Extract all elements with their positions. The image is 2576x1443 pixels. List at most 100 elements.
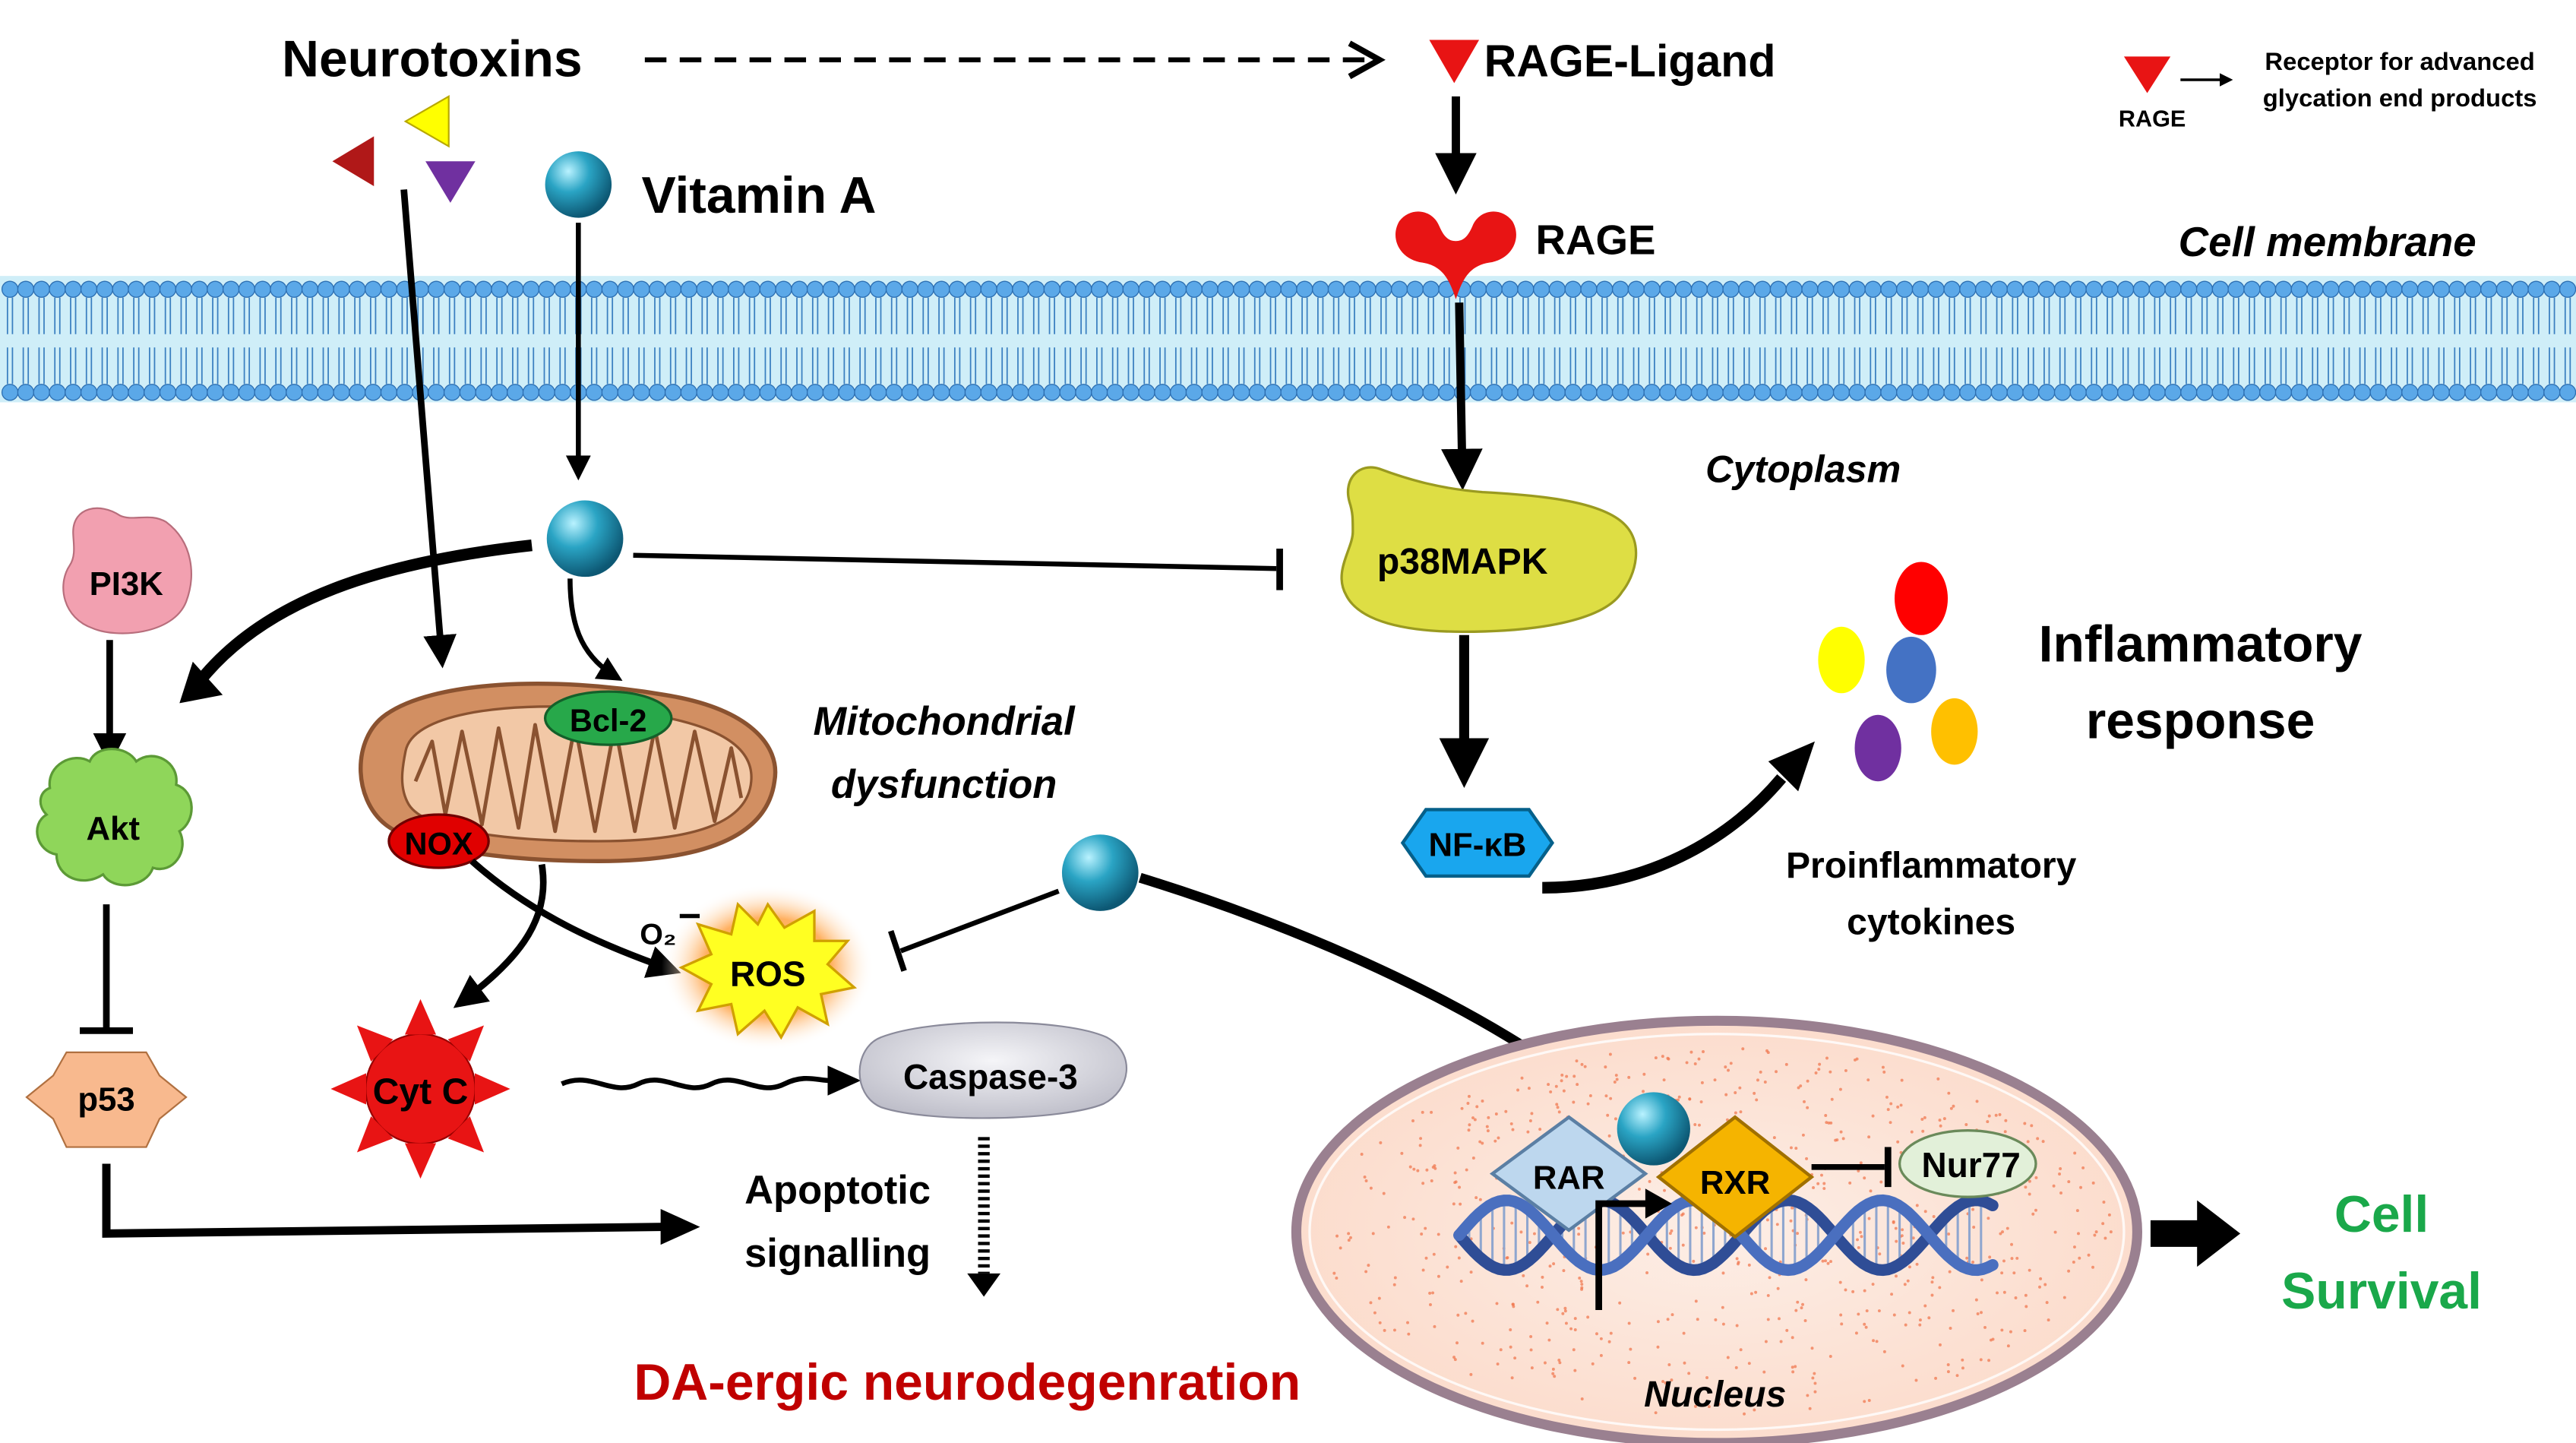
nucleus-dot bbox=[1656, 1345, 1660, 1349]
lipid-head bbox=[2559, 384, 2576, 401]
nucleus-dot bbox=[1697, 1123, 1701, 1127]
nucleus-dot bbox=[1878, 1252, 1882, 1256]
lipid-heads-bottom bbox=[1, 384, 2576, 401]
lipid-head bbox=[2511, 280, 2529, 298]
lipid-head bbox=[65, 384, 82, 401]
nucleus-dot bbox=[1896, 1140, 1900, 1144]
lipid-tail bbox=[2280, 297, 2287, 334]
lipid-tail bbox=[322, 347, 329, 384]
lipid-tail bbox=[1538, 347, 1545, 384]
lipid-head bbox=[443, 280, 461, 298]
lipid-tail bbox=[1111, 347, 1119, 384]
lipid-head bbox=[1359, 280, 1377, 298]
nucleus-dot bbox=[2067, 1180, 2071, 1184]
lipid-tail bbox=[1096, 297, 1103, 334]
lipid-head bbox=[1264, 384, 1282, 401]
lipid-tail bbox=[354, 297, 361, 334]
lipid-tail bbox=[480, 297, 487, 334]
lipid-head bbox=[1233, 280, 1250, 298]
nucleus-dot bbox=[1633, 1376, 1637, 1380]
lipid-tail bbox=[1964, 297, 1971, 334]
nucleus-dot bbox=[1373, 1311, 1377, 1315]
nucleus-dot bbox=[1525, 1284, 1529, 1288]
legend-description-line1: Receptor for advanced bbox=[2265, 47, 2534, 75]
lipid-tail bbox=[385, 347, 393, 384]
lipid-tail bbox=[1317, 347, 1324, 384]
nucleus-dot bbox=[1527, 1087, 1531, 1090]
lipid-head bbox=[1564, 384, 1582, 401]
lipid-head bbox=[222, 384, 240, 401]
lipid-head bbox=[2353, 384, 2372, 401]
nucleus-dot bbox=[1557, 1110, 1561, 1114]
lipid-head bbox=[870, 280, 887, 298]
lipid-tail bbox=[859, 347, 866, 384]
lipid-tail bbox=[1506, 297, 1513, 334]
nucleus-dot bbox=[1784, 1062, 1788, 1066]
lipid-tail bbox=[764, 297, 771, 334]
rxr-receptor-icon bbox=[1655, 1115, 1815, 1239]
nucleus-dot bbox=[2059, 1167, 2062, 1170]
lipid-head bbox=[2069, 280, 2087, 298]
nucleus-dot bbox=[2003, 1130, 2007, 1134]
lipid-head bbox=[1517, 384, 1535, 401]
cytokine-dot bbox=[1931, 698, 1978, 765]
lipid-tail bbox=[1285, 347, 1292, 384]
cytc-spike bbox=[404, 998, 437, 1035]
lipid-head bbox=[2053, 280, 2072, 298]
nucleus-label: Nucleus bbox=[1644, 1374, 1786, 1415]
lipid-head bbox=[1832, 384, 1851, 401]
lipid-head bbox=[2180, 280, 2198, 298]
lipid-head bbox=[1169, 384, 1187, 401]
cytc-spike bbox=[404, 1143, 437, 1179]
nucleus-dot bbox=[1613, 1081, 1617, 1084]
lipid-tail bbox=[1775, 297, 1782, 334]
nucleus-dot bbox=[1563, 1309, 1567, 1313]
lipid-tail bbox=[1348, 297, 1355, 334]
lipid-tail bbox=[2422, 297, 2429, 334]
lipid-tail bbox=[1696, 347, 1703, 384]
nucleus-dot bbox=[1979, 1358, 1983, 1362]
lipid-head bbox=[2290, 280, 2308, 298]
lipid-head bbox=[2353, 280, 2372, 298]
nucleus-dot bbox=[1364, 1270, 1368, 1274]
nucleus-dot bbox=[1522, 1274, 1525, 1277]
nucleus-dot bbox=[1866, 1078, 1870, 1082]
lipid-head bbox=[1801, 280, 1819, 298]
lipid-tail bbox=[2533, 347, 2540, 384]
lipid-head bbox=[2385, 280, 2403, 298]
lipid-tail bbox=[2375, 297, 2382, 334]
nucleus-dot bbox=[1816, 1182, 1820, 1185]
lipid-head bbox=[1627, 384, 1645, 401]
lipid-head bbox=[1690, 280, 1708, 298]
lipid-head bbox=[1027, 384, 1045, 401]
lipid-tail bbox=[780, 347, 787, 384]
lipid-head bbox=[1248, 280, 1266, 298]
lipid-tail bbox=[1791, 347, 1797, 384]
lipid-head bbox=[822, 280, 840, 298]
nucleus-dot bbox=[1766, 1293, 1770, 1297]
lipid-head bbox=[1785, 280, 1803, 298]
lipid-tail bbox=[2012, 347, 2018, 384]
lipid-tail bbox=[1980, 347, 1987, 384]
lipid-tail bbox=[85, 347, 93, 384]
nucleus-dot bbox=[1529, 1348, 1533, 1352]
nucleus-dot bbox=[1412, 1167, 1416, 1171]
lipid-head bbox=[49, 384, 66, 401]
lipid-tail bbox=[1253, 347, 1261, 384]
lipid-head bbox=[17, 384, 35, 401]
nucleus-dot bbox=[1576, 1083, 1579, 1087]
nucleus-dot bbox=[1379, 1141, 1383, 1144]
lipid-head bbox=[222, 280, 240, 298]
nucleus-dot bbox=[1606, 1113, 1610, 1117]
nucleus-dot bbox=[1627, 1321, 1631, 1325]
nucleus-dot bbox=[1947, 1091, 1951, 1095]
lipid-tail bbox=[2312, 347, 2318, 384]
o2-label: O₂ bbox=[640, 918, 676, 951]
lipid-tail bbox=[433, 347, 440, 384]
lipid-tail bbox=[2485, 347, 2492, 384]
lipid-head bbox=[128, 280, 145, 298]
lipid-tail bbox=[843, 297, 850, 334]
nucleus-dot bbox=[1822, 1187, 1826, 1191]
lipid-tail bbox=[496, 347, 503, 384]
nucleus-dot bbox=[1446, 1265, 1449, 1269]
